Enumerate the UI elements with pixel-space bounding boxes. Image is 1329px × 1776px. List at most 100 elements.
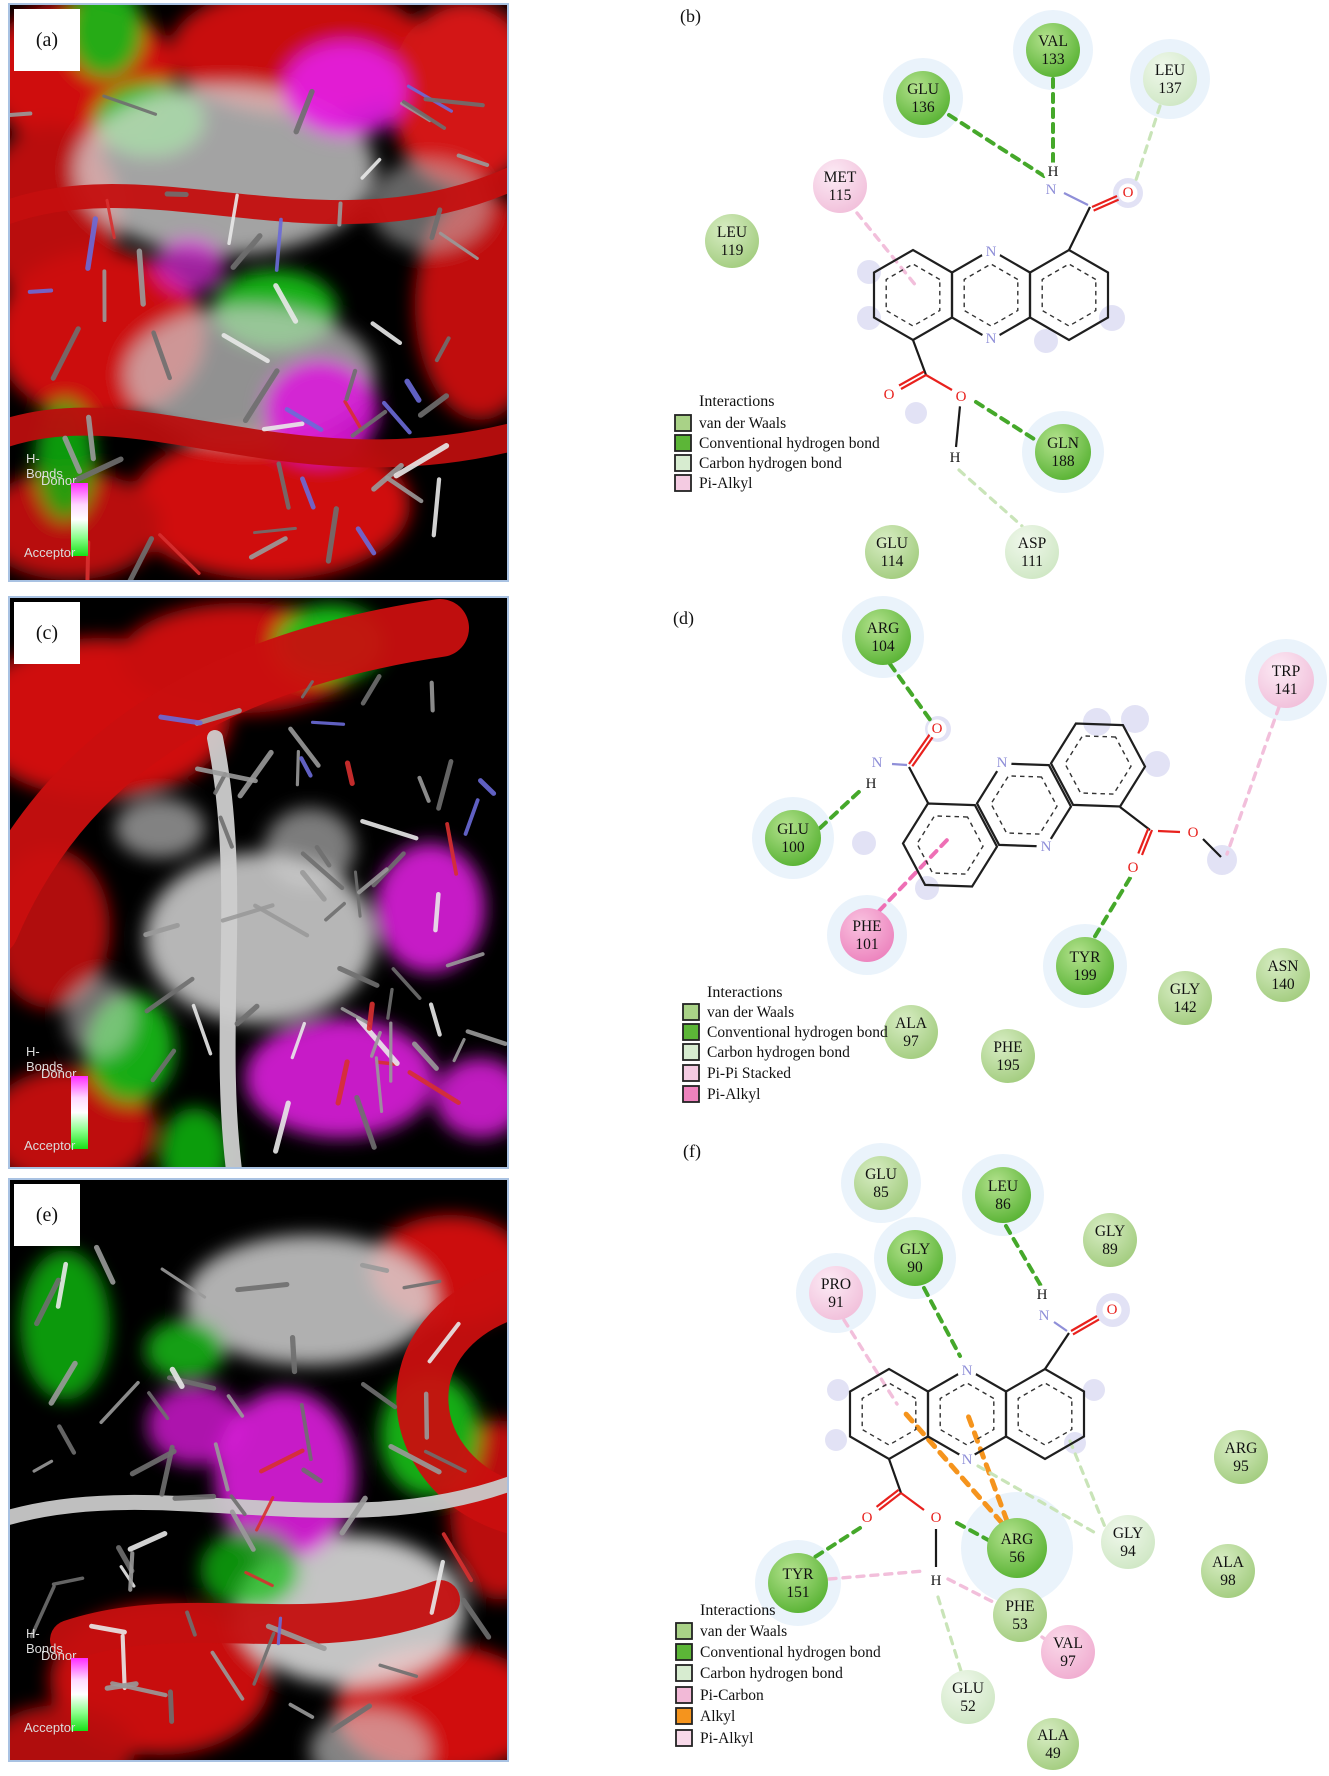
residue-circle bbox=[1101, 1515, 1155, 1569]
solvent-glow bbox=[857, 260, 881, 284]
residue-circle bbox=[1258, 652, 1314, 708]
stick-bond bbox=[120, 1634, 127, 1691]
legend-swatch bbox=[682, 1043, 700, 1061]
atom-label-O: O bbox=[884, 387, 895, 403]
stick-bond bbox=[93, 1244, 116, 1285]
interaction-carbon-line bbox=[957, 468, 1024, 528]
legend-label: Pi-Alkyl bbox=[707, 1086, 760, 1103]
hbonds-acceptor-label: Acceptor bbox=[24, 1138, 76, 1153]
residue-circle bbox=[887, 1230, 943, 1286]
residue-circle bbox=[1035, 424, 1091, 480]
panel-letter-f: (f) bbox=[683, 1141, 701, 1162]
residue-name: ALA bbox=[895, 1015, 928, 1032]
aromatic-ring-dashed bbox=[885, 263, 941, 327]
legend-swatch bbox=[682, 1003, 700, 1021]
legend-swatch bbox=[675, 1664, 693, 1682]
stick-bond bbox=[213, 772, 228, 795]
residue-sticks bbox=[143, 674, 507, 1154]
solvent-glow bbox=[1034, 329, 1058, 353]
residue-number: 95 bbox=[1233, 1458, 1249, 1475]
stick-bond bbox=[191, 1003, 213, 1056]
residue-name: VAL bbox=[1053, 1635, 1083, 1652]
bond-double bbox=[898, 370, 925, 387]
atom-label-O: O bbox=[862, 1510, 873, 1526]
stick-bond bbox=[384, 475, 424, 504]
atom-mask bbox=[879, 385, 899, 405]
residue-circle bbox=[1256, 948, 1310, 1002]
interaction-conv-line bbox=[974, 400, 1036, 441]
stick-bond bbox=[344, 760, 355, 786]
residue-name: GLY bbox=[1170, 981, 1200, 998]
stick-bond bbox=[234, 1003, 260, 1027]
stick-bond bbox=[404, 378, 422, 403]
panel-letter-b: (b) bbox=[680, 6, 701, 27]
stick-bond bbox=[221, 332, 270, 364]
stick-bond bbox=[460, 1597, 492, 1640]
stick-bond bbox=[99, 1380, 140, 1425]
stick-bond bbox=[378, 1663, 419, 1678]
atom-label-H: H bbox=[950, 450, 961, 466]
solvent-glow bbox=[827, 1379, 849, 1401]
solvent-glow bbox=[1083, 708, 1111, 736]
solvent-glow bbox=[1099, 305, 1125, 331]
stick-bond bbox=[34, 1277, 61, 1327]
residue-number: 53 bbox=[1012, 1616, 1028, 1633]
aromatic-ring-dashed bbox=[916, 815, 984, 875]
surface-blob bbox=[160, 1108, 230, 1167]
stick-bond bbox=[436, 759, 454, 811]
stick-bond bbox=[89, 1623, 127, 1635]
stick-bond bbox=[369, 1030, 382, 1058]
stick-bond bbox=[48, 1360, 78, 1406]
aromatic-ring-dashed bbox=[1064, 735, 1132, 795]
stick-bond bbox=[393, 443, 450, 479]
legend-label: van der Waals bbox=[707, 1004, 794, 1021]
surface-blob bbox=[283, 42, 407, 138]
interaction-carbon-line bbox=[1133, 104, 1162, 185]
panel-letter-d: (d) bbox=[673, 608, 694, 629]
bond-double bbox=[911, 735, 935, 767]
stick-bond bbox=[366, 1001, 375, 1031]
residue-circle bbox=[975, 1167, 1031, 1223]
residue-circle bbox=[1026, 23, 1080, 77]
panel-3d-a: (a) H-Bonds Donor Acceptor bbox=[8, 3, 509, 582]
legend-title: Interactions bbox=[699, 393, 775, 410]
stick-bond bbox=[151, 330, 172, 381]
stick-bond bbox=[194, 708, 242, 726]
interaction-conv-line bbox=[818, 787, 864, 830]
stick-bond bbox=[456, 153, 490, 167]
stick-bond bbox=[478, 778, 497, 796]
stick-bond bbox=[102, 94, 158, 116]
bond-double bbox=[1072, 1318, 1100, 1336]
stick-bond bbox=[10, 111, 33, 117]
stick-bond bbox=[227, 193, 239, 246]
interaction-conv-line bbox=[888, 662, 933, 723]
stick-bond bbox=[423, 1391, 430, 1440]
stick-bond bbox=[310, 720, 346, 726]
interaction-conv-line bbox=[1092, 876, 1132, 940]
residue-number: 133 bbox=[1041, 51, 1065, 68]
stick-bond bbox=[423, 97, 485, 108]
residue-name: PHE bbox=[993, 1039, 1022, 1056]
legend-title: Interactions bbox=[700, 1602, 776, 1619]
residue-number: 137 bbox=[1158, 80, 1182, 97]
atom-mask bbox=[857, 1508, 877, 1528]
stick-bond bbox=[431, 477, 442, 538]
legend-label: Carbon hydrogen bond bbox=[699, 455, 842, 472]
surface-blob bbox=[20, 1250, 110, 1400]
residue-circle bbox=[884, 1005, 938, 1059]
panel-label-e: (e) bbox=[14, 1184, 80, 1246]
stick-bond bbox=[407, 1070, 461, 1105]
stick-bond bbox=[428, 1002, 442, 1037]
